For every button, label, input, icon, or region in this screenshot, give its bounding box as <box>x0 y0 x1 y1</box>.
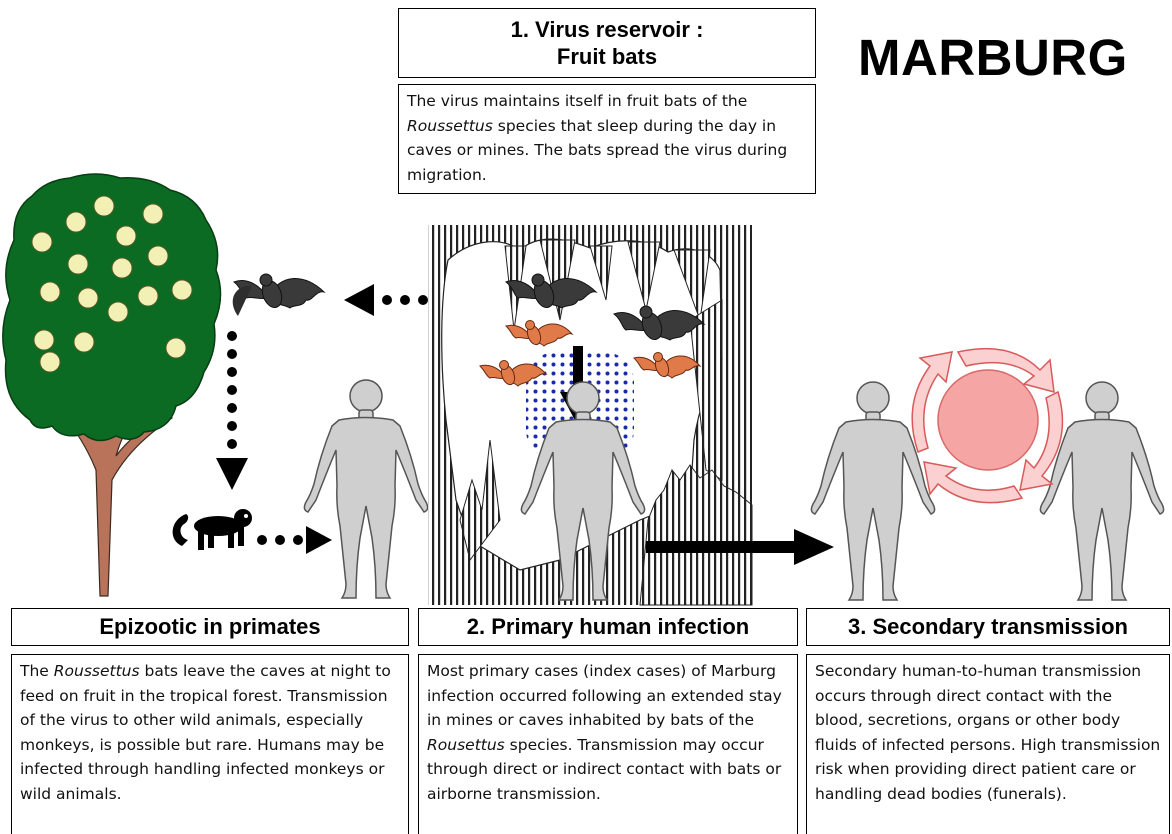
species-name: Roussettus <box>407 116 493 135</box>
primary-infection-heading: 2. Primary human infection <box>418 608 798 646</box>
secondary-transmission-description: Secondary human-to-human transmission oc… <box>806 654 1170 834</box>
bat-to-monkey-arrow <box>216 331 248 490</box>
primary-infection-description: Most primary cases (index cases) of Marb… <box>418 654 798 834</box>
secondary-transmission-heading: 3. Secondary transmission <box>806 608 1170 646</box>
reservoir-heading-box: 1. Virus reservoir : Fruit bats <box>398 8 816 78</box>
page-title: MARBURG <box>858 29 1128 86</box>
infected-human-figure <box>303 379 429 599</box>
reservoir-heading-line1: 1. Virus reservoir : <box>510 17 704 42</box>
reservoir-heading-line2: Fruit bats <box>556 44 658 69</box>
virus-spread-icon <box>911 347 1064 504</box>
reservoir-description: The virus maintains itself in fruit bats… <box>398 84 816 194</box>
transmission-illustration <box>2 173 1165 606</box>
monkey-icon <box>172 509 252 550</box>
tree-icon <box>2 173 222 597</box>
species-name: Roussettus <box>53 662 140 680</box>
human-to-human-arrow <box>646 529 834 565</box>
epizootic-description: The Roussettus bats leave the caves at n… <box>11 654 409 834</box>
species-name: Rousettus <box>427 735 505 754</box>
epizootic-heading: Epizootic in primates <box>11 608 409 646</box>
monkey-to-human-arrow <box>257 526 332 554</box>
